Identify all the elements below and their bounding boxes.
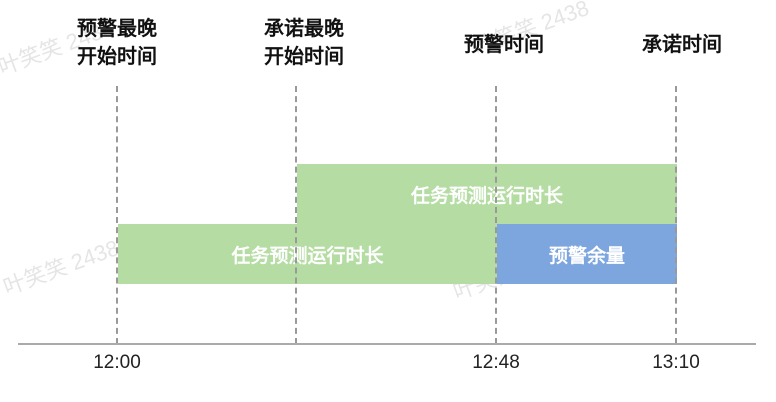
axis-tick: 13:10 [652,352,700,373]
bar-label: 任务预测运行时长 [410,184,563,207]
marker-line [295,86,297,344]
marker-line [495,86,497,344]
bar-task-duration-early: 任务预测运行时长 [118,224,497,284]
marker-label-warning-latest-start: 预警最晚 开始时间 [77,16,157,68]
bar-warning-margin: 预警余量 [497,224,677,284]
axis-tick: 12:00 [93,352,141,373]
bar-task-duration-late: 任务预测运行时长 [297,164,677,224]
marker-line [116,86,118,344]
marker-label-commit-time: 承诺时间 [642,32,722,56]
time-axis [18,343,756,345]
bar-label: 任务预测运行时长 [231,244,384,267]
axis-tick: 12:48 [472,352,520,373]
marker-label-warning-time: 预警时间 [464,32,544,56]
bar-label: 预警余量 [548,244,625,267]
marker-line [675,86,677,344]
marker-label-commit-latest-start: 承诺最晚 开始时间 [264,16,344,68]
watermark: 叶笑笑 2438 [0,234,123,300]
